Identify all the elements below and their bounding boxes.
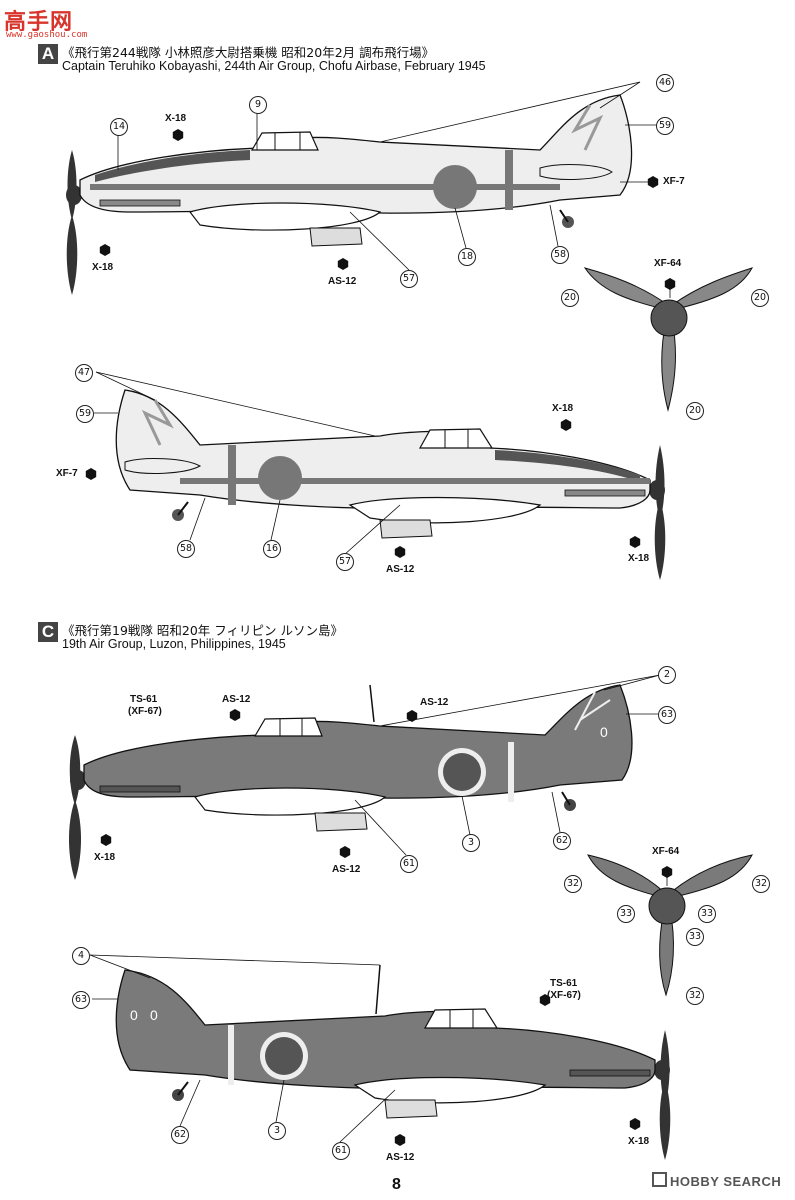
callout-2: 2 xyxy=(658,666,676,684)
spinner-front-a xyxy=(583,267,754,412)
callout-14: 14 xyxy=(110,118,128,136)
callout-33-right: 33 xyxy=(698,905,716,923)
label-xf64-c: XF-64 xyxy=(652,846,680,857)
callout-32-bottom: 32 xyxy=(686,987,704,1005)
aircraft-a2-right-profile xyxy=(94,371,666,580)
callout-4: 4 xyxy=(72,947,90,965)
label-as12-c1-right: AS-12 xyxy=(420,697,449,708)
label-x18-a1-bottom: X-18 xyxy=(92,262,114,273)
callout-20-bottom: 20 xyxy=(686,402,704,420)
label-x18-a2-top: X-18 xyxy=(552,403,574,414)
callout-47: 47 xyxy=(75,364,93,382)
label-ts61-c2: TS-61 xyxy=(550,978,578,989)
label-as12-a2: AS-12 xyxy=(386,564,415,575)
callout-9: 9 xyxy=(249,96,267,114)
label-x18-a1-top: X-18 xyxy=(165,113,187,124)
label-xf64-a: XF-64 xyxy=(654,258,682,269)
callout-33-bottom: 33 xyxy=(686,928,704,946)
tail-code-c2-a: 0 xyxy=(130,1007,138,1023)
callout-3-c1: 3 xyxy=(462,834,480,852)
watermark-icon xyxy=(652,1172,667,1187)
site-logo: 高手网 www.gaoshou.com xyxy=(4,4,87,40)
callout-59-a2: 59 xyxy=(76,405,94,423)
label-ts61-c1: TS-61 xyxy=(130,694,158,705)
section-c-title-en: 19th Air Group, Luzon, Philippines, 1945 xyxy=(62,637,286,651)
label-xf7-a1: XF-7 xyxy=(663,176,685,187)
callout-57-a1: 57 xyxy=(400,270,418,288)
section-c-title-jp: 《飛行第19戦隊 昭和20年 フィリピン ルソン島》 xyxy=(62,623,343,638)
callout-57-a2: 57 xyxy=(336,553,354,571)
tail-code-c1: 0 xyxy=(600,724,608,740)
label-as12-a1: AS-12 xyxy=(328,276,357,287)
callout-33-left: 33 xyxy=(617,905,635,923)
hobby-search-watermark: HOBBY SEARCH xyxy=(652,1172,781,1189)
section-a-title-jp: 《飛行第244戦隊 小林照彦大尉搭乗機 昭和20年2月 調布飛行場》 xyxy=(62,45,435,60)
label-as12-c1-top: AS-12 xyxy=(222,694,251,705)
watermark-text: HOBBY SEARCH xyxy=(670,1174,782,1189)
callout-58-a1: 58 xyxy=(551,246,569,264)
callout-18: 18 xyxy=(458,248,476,266)
spinner-front-c xyxy=(587,854,753,997)
tail-code-c2-b: 0 xyxy=(150,1007,158,1023)
label-x18-c1: X-18 xyxy=(94,852,116,863)
callout-20-left: 20 xyxy=(561,289,579,307)
callout-58-a2: 58 xyxy=(177,540,195,558)
callout-59-a1: 59 xyxy=(656,117,674,135)
logo-url: www.gaoshou.com xyxy=(6,30,88,40)
callout-32-right: 32 xyxy=(752,875,770,893)
callout-20-right: 20 xyxy=(751,289,769,307)
callout-46: 46 xyxy=(656,74,674,92)
callout-63-c1: 63 xyxy=(658,706,676,724)
section-a-badge: A xyxy=(38,44,58,64)
label-as12-c2: AS-12 xyxy=(386,1152,415,1163)
aircraft-c1-left-profile: 0 xyxy=(68,674,661,880)
section-c-badge: C xyxy=(38,622,58,642)
logo-text: 高手网 xyxy=(4,10,74,35)
label-x18-c2: X-18 xyxy=(628,1136,650,1147)
section-a-title-en: Captain Teruhiko Kobayashi, 244th Air Gr… xyxy=(62,59,486,73)
callout-61-c2: 61 xyxy=(332,1142,350,1160)
callout-32-left: 32 xyxy=(564,875,582,893)
callout-62-c1: 62 xyxy=(553,832,571,850)
label-xf7-a2: XF-7 xyxy=(56,468,78,479)
aircraft-c2-right-profile: 0 0 xyxy=(89,954,671,1160)
label-xf67-c1: (XF-67) xyxy=(128,706,162,717)
callout-16: 16 xyxy=(263,540,281,558)
page-number: 8 xyxy=(392,1176,401,1193)
aircraft-a1-left-profile xyxy=(66,81,658,295)
callout-61-c1: 61 xyxy=(400,855,418,873)
label-xf67-c2: (XF-67) xyxy=(547,990,581,1001)
callout-62-c2: 62 xyxy=(171,1126,189,1144)
callout-63-c2: 63 xyxy=(72,991,90,1009)
label-as12-c1-bottom: AS-12 xyxy=(332,864,361,875)
callout-3-c2: 3 xyxy=(268,1122,286,1140)
label-x18-a2-bottom: X-18 xyxy=(628,553,650,564)
